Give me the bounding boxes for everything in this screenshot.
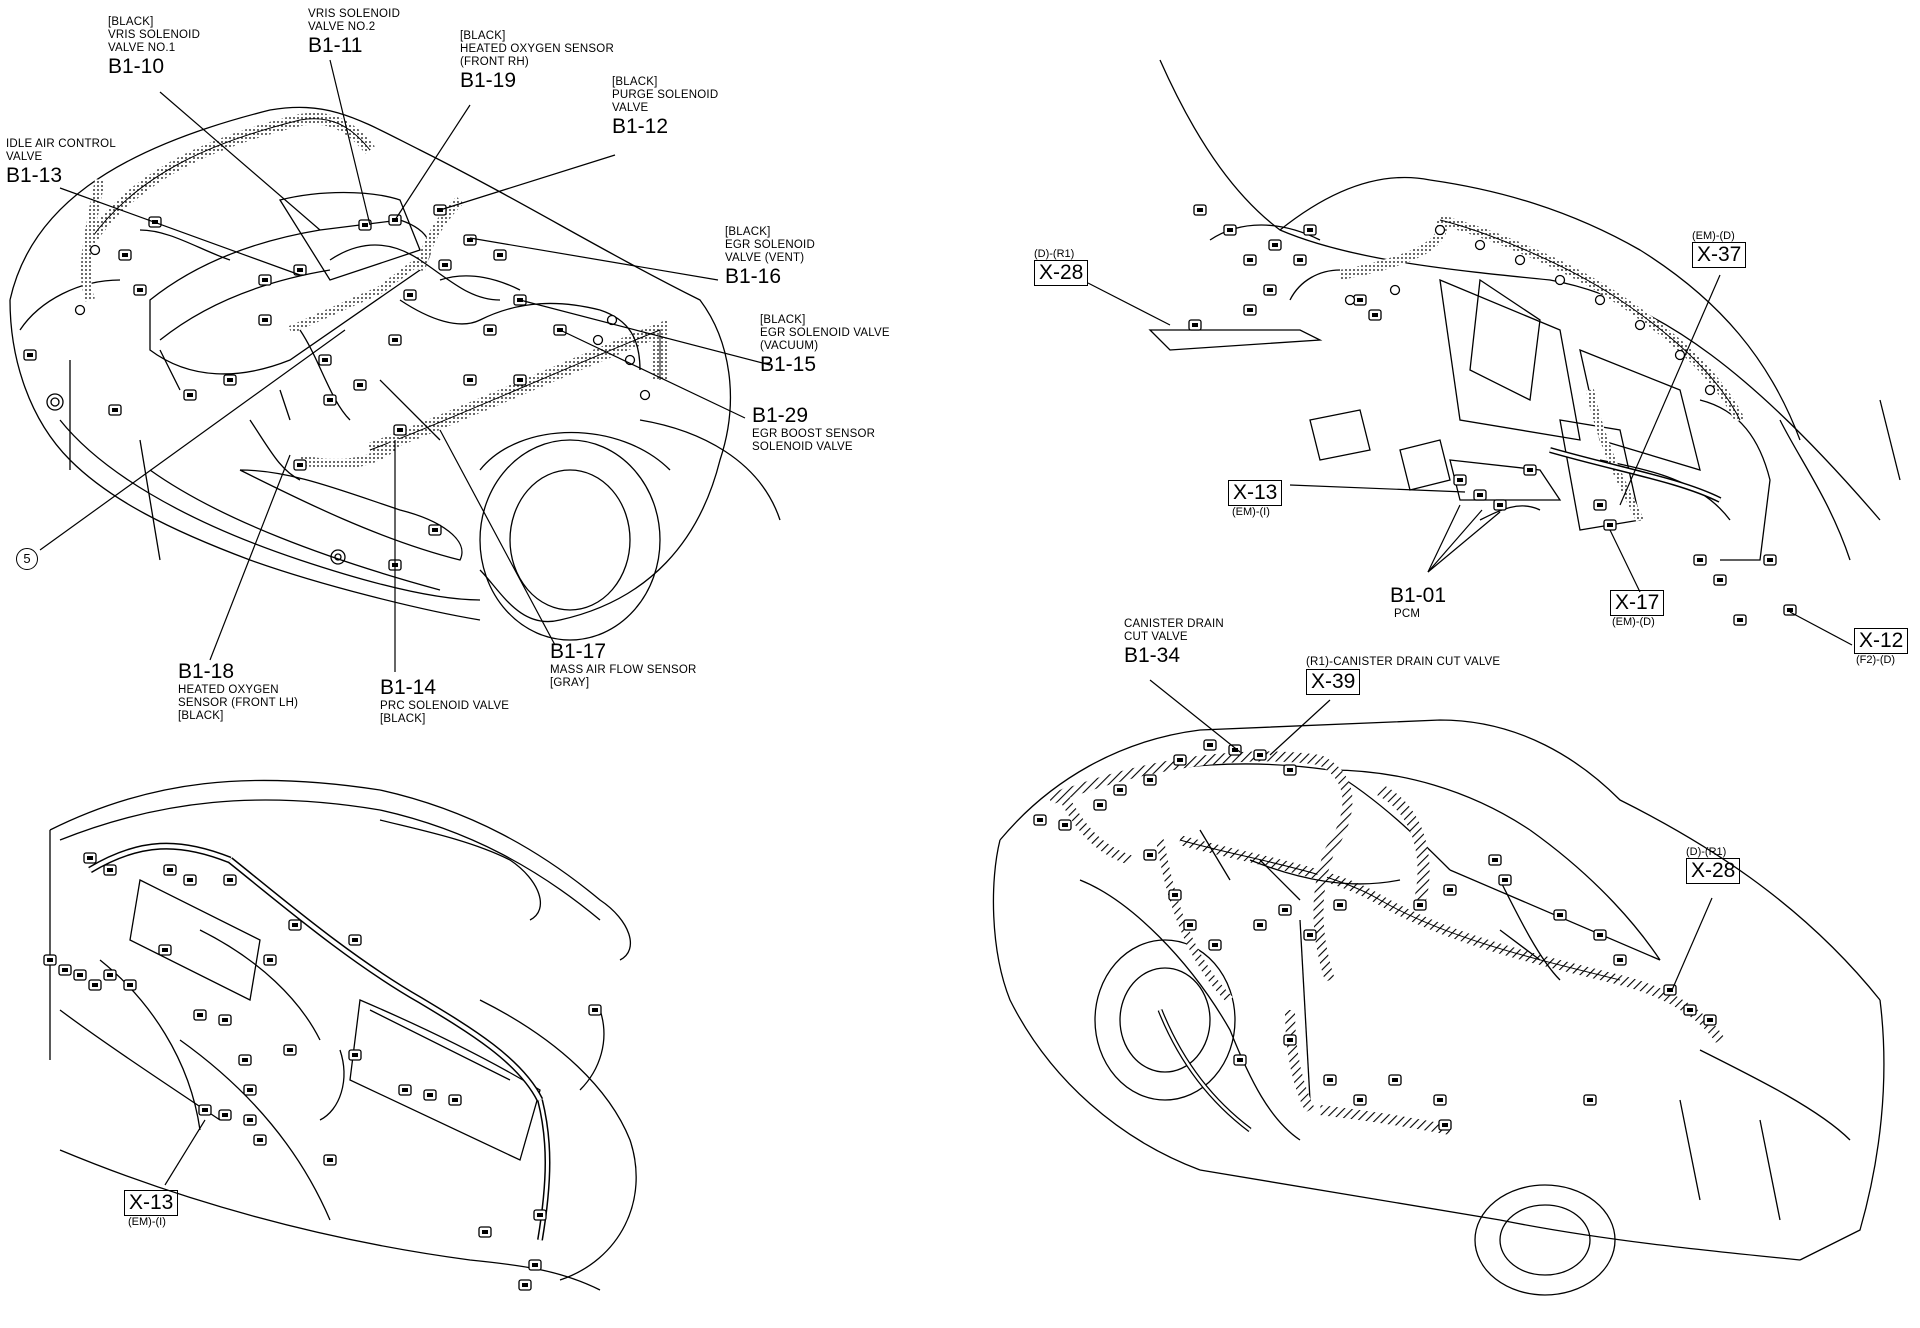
label-x13-cabin: X-13 (EM)-(I): [1228, 480, 1283, 519]
label-b1-10: [BLACK] VRIS SOLENOID VALVE NO.1 B1-10: [108, 16, 200, 79]
x12-code: X-12: [1854, 628, 1909, 655]
label-b1-12: [BLACK] PURGE SOLENOID VALVE B1-12: [612, 76, 718, 139]
b1-34-description: CANISTER DRAIN CUT VALVE: [1124, 618, 1224, 643]
b1-29-description: EGR BOOST SENSOR SOLENOID VALVE: [752, 428, 876, 454]
body-view: [992, 719, 1885, 1296]
label-x13-dash: X-13 (EM)-(I): [124, 1190, 179, 1229]
x13-cabin-code: X-13: [1228, 480, 1283, 507]
b1-34-code: B1-34: [1124, 643, 1181, 667]
label-b1-17: B1-17 MASS AIR FLOW SENSOR [GRAY]: [550, 640, 697, 690]
b1-15-description: [BLACK] EGR SOLENOID VALVE (VACUUM): [760, 314, 890, 352]
label-b1-19: [BLACK] HEATED OXYGEN SENSOR (FRONT RH) …: [460, 30, 614, 93]
dashboard-view: [49, 779, 637, 1291]
b1-16-code: B1-16: [725, 264, 782, 288]
b1-19-code: B1-19: [460, 68, 517, 92]
label-b1-34: CANISTER DRAIN CUT VALVE B1-34: [1124, 618, 1224, 668]
engine-leader-lines: [39, 59, 771, 672]
label-b1-18: B1-18 HEATED OXYGEN SENSOR (FRONT LH) [B…: [178, 660, 298, 723]
body-connectors: [1033, 739, 1717, 1131]
label-b1-16: [BLACK] EGR SOLENOID VALVE (VENT) B1-16: [725, 226, 815, 289]
dashboard-leader-lines: [164, 1119, 206, 1186]
x12-tag: (F2)-(D): [1856, 654, 1896, 667]
label-x12: X-12 (F2)-(D): [1854, 628, 1909, 667]
b1-12-description: [BLACK] PURGE SOLENOID VALVE: [612, 76, 719, 114]
b1-15-code: B1-15: [760, 352, 817, 376]
x37-code: X-37: [1692, 242, 1747, 269]
b1-29-code: B1-29: [752, 404, 809, 427]
b1-14-code: B1-14: [380, 676, 437, 699]
x13-cabin-tag: (EM)-(I): [1232, 506, 1270, 519]
x28-cabin-code: X-28: [1034, 260, 1089, 287]
b1-17-description: MASS AIR FLOW SENSOR [GRAY]: [550, 664, 697, 690]
label-x39: (R1)-CANISTER DRAIN CUT VALVE X-39: [1306, 656, 1501, 696]
b1-01-code: B1-01: [1390, 584, 1447, 607]
x39-description: (R1)-CANISTER DRAIN CUT VALVE: [1306, 656, 1501, 668]
b1-18-code: B1-18: [178, 660, 235, 683]
label-x28-cabin: (D)-(R1) X-28: [1034, 248, 1089, 287]
x37-tag: (EM)-(D): [1692, 230, 1735, 242]
engine-connectors: [23, 204, 651, 571]
x28-cabin-tag: (D)-(R1): [1034, 248, 1075, 260]
b1-10-code: B1-10: [108, 54, 165, 78]
label-x28-body: (D)-(R1) X-28: [1686, 846, 1741, 885]
x39-code: X-39: [1306, 668, 1361, 696]
label-b1-01: B1-01 PCM: [1390, 584, 1446, 621]
b1-17-code: B1-17: [550, 640, 607, 663]
body-leader-lines: [1149, 679, 1713, 991]
b1-12-code: B1-12: [612, 114, 669, 138]
x28-body-tag: (D)-(R1): [1686, 846, 1727, 858]
b1-13-description: IDLE AIR CONTROL VALVE: [6, 138, 116, 163]
label-x17: X-17 (EM)-(D): [1610, 590, 1665, 629]
engine-bay-view: [9, 106, 781, 641]
b1-11-description: VRIS SOLENOID VALVE NO.2: [308, 8, 401, 33]
b1-14-description: PRC SOLENOID VALVE [BLACK]: [380, 700, 510, 726]
x28-body-code: X-28: [1686, 858, 1741, 885]
label-x37: (EM)-(D) X-37: [1692, 230, 1747, 269]
x17-tag: (EM)-(D): [1612, 616, 1655, 629]
ground-point-marker: 5: [16, 548, 38, 570]
x13-dash-tag: (EM)-(I): [128, 1216, 166, 1229]
x13-dash-code: X-13: [124, 1190, 179, 1217]
b1-19-description: [BLACK] HEATED OXYGEN SENSOR (FRONT RH): [460, 30, 614, 68]
x17-code: X-17: [1610, 590, 1665, 617]
b1-01-description: PCM: [1394, 608, 1421, 621]
label-b1-15: [BLACK] EGR SOLENOID VALVE (VACUUM) B1-1…: [760, 314, 890, 377]
b1-13-code: B1-13: [6, 163, 63, 187]
label-b1-14: B1-14 PRC SOLENOID VALVE [BLACK]: [380, 676, 509, 726]
label-b1-11: VRIS SOLENOID VALVE NO.2 B1-11: [308, 8, 400, 58]
b1-16-description: [BLACK] EGR SOLENOID VALVE (VENT): [725, 226, 815, 264]
b1-18-description: HEATED OXYGEN SENSOR (FRONT LH) [BLACK]: [178, 684, 299, 722]
b1-11-code: B1-11: [308, 33, 363, 57]
b1-10-description: [BLACK] VRIS SOLENOID VALVE NO.1: [108, 16, 201, 54]
cabin-leader-lines: [1087, 274, 1853, 646]
label-b1-13: IDLE AIR CONTROL VALVE B1-13: [6, 138, 116, 188]
label-b1-29: B1-29 EGR BOOST SENSOR SOLENOID VALVE: [752, 404, 875, 454]
